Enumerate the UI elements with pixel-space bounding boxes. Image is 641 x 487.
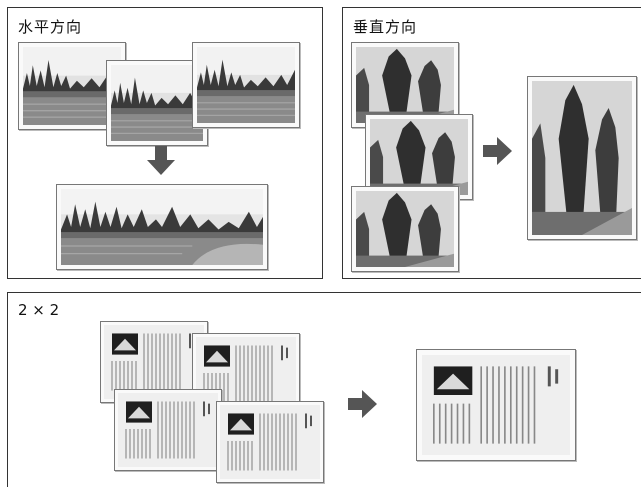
trees-photo-bottom (351, 186, 459, 272)
trees-photo-middle (365, 114, 473, 200)
grid-panel: 2 × 2 (7, 292, 641, 487)
grid-panel-title: 2 × 2 (18, 301, 60, 319)
vertical-panel: 垂直方向 (342, 7, 641, 279)
panorama-result-photo (56, 184, 268, 270)
vertical-panel-title: 垂直方向 (353, 18, 418, 36)
document-result-photo (416, 349, 576, 461)
horizontal-panel-title: 水平方向 (18, 18, 83, 36)
landscape-photo-middle (106, 60, 208, 146)
vertical-result-photo (527, 76, 637, 240)
arrow-down-icon (147, 146, 175, 175)
horizontal-panel: 水平方向 (7, 7, 323, 279)
arrow-right-icon (348, 390, 377, 418)
document-photo-bottom-left (114, 389, 222, 471)
document-photo-bottom-right (216, 401, 324, 483)
landscape-photo-right (192, 42, 300, 128)
arrow-right-icon (483, 137, 512, 165)
